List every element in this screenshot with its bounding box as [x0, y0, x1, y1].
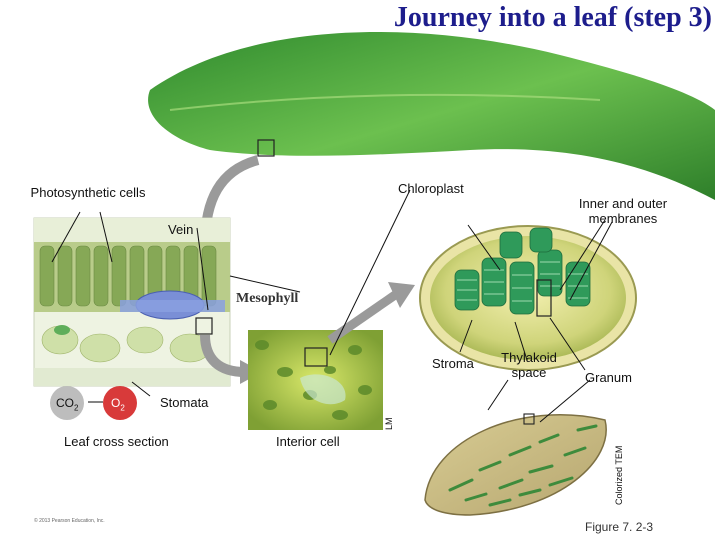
label-granum: Granum — [585, 370, 632, 385]
o2-badge: O2 — [111, 396, 125, 412]
leaf-illustration — [148, 32, 716, 200]
label-thylakoid-space: Thylakoid space — [501, 350, 557, 380]
label-inner-outer-membranes: Inner and outer membranes — [578, 196, 668, 226]
o2-subscript: 2 — [120, 403, 125, 413]
label-interior-cell: Interior cell — [276, 434, 340, 449]
chloroplast-tem-image — [420, 405, 610, 517]
o2-text: O — [111, 396, 121, 410]
figure-number: Figure 7. 2-3 — [585, 520, 654, 534]
co2-badge: CO2 — [56, 396, 78, 412]
copyright-text: © 2013 Pearson Education, Inc. — [34, 518, 105, 524]
label-mesophyll: Mesophyll — [236, 291, 299, 306]
label-lm: LM — [384, 417, 394, 430]
label-chloroplast: Chloroplast — [398, 181, 464, 196]
chloroplast-illustration — [419, 225, 637, 371]
label-stroma: Stroma — [432, 356, 474, 371]
label-vein: Vein — [168, 222, 194, 237]
co2-subscript: 2 — [74, 403, 79, 413]
interior-cell-image — [248, 330, 383, 430]
label-photosynthetic-cells: Photosynthetic cells — [30, 185, 146, 200]
label-leaf-cross-section: Leaf cross section — [64, 434, 169, 449]
label-colorized-tem: Colorized TEM — [614, 445, 624, 505]
label-stomata: Stomata — [160, 395, 209, 410]
co2-text: CO — [56, 396, 74, 410]
page-title: Journey into a leaf (step 3) — [393, 2, 712, 33]
leaf-cross-section — [33, 217, 231, 420]
